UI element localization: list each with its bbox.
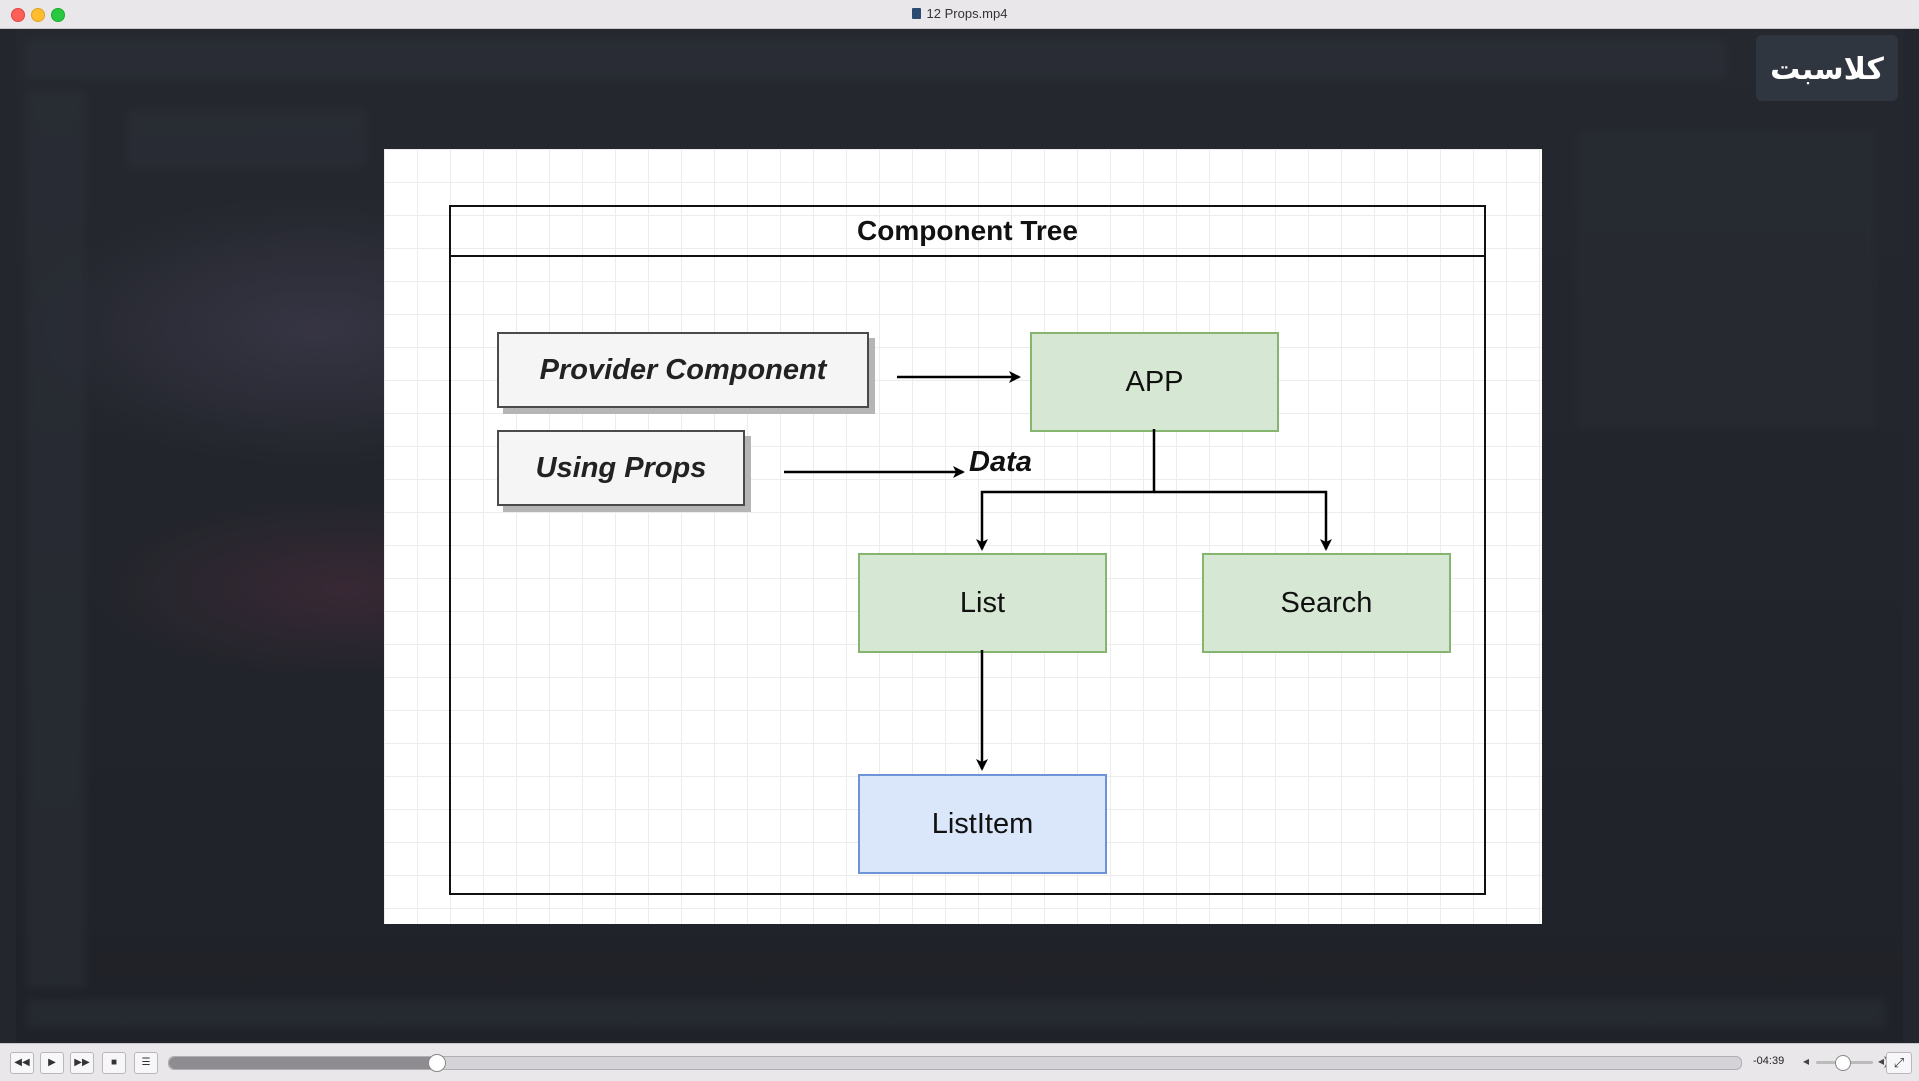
component-tree-frame: Component Tree <box>449 205 1486 895</box>
arrow-app-to-search <box>1154 490 1332 551</box>
stop-icon: ■ <box>110 1057 118 1068</box>
maximize-window-button[interactable] <box>51 8 65 22</box>
volume-slider[interactable] <box>1816 1055 1873 1071</box>
diagram-title: Component Tree <box>451 207 1484 257</box>
fullscreen-button[interactable]: ⤢ <box>1886 1052 1912 1074</box>
playlist-icon: ☰ <box>141 1057 151 1068</box>
video-file-icon <box>911 8 921 19</box>
volume-thumb[interactable] <box>1834 1055 1851 1071</box>
arrow-app-to-list <box>976 429 1156 551</box>
blurred-editor-sidebar <box>26 89 86 989</box>
title-bar: 12 Props.mp4 <box>0 0 1919 29</box>
fast-forward-icon: ▶▶ <box>74 1057 90 1068</box>
node-list-item: ListItem <box>858 774 1107 874</box>
slide: Component Tree Provider Component Using … <box>384 149 1542 924</box>
progress-thumb[interactable] <box>428 1054 447 1072</box>
blurred-editor-toolbar <box>26 39 1726 79</box>
fast-forward-button[interactable]: ▶▶ <box>70 1052 94 1074</box>
legend-provider-component: Provider Component <box>497 332 869 408</box>
data-label: Data <box>969 446 1032 478</box>
progress-bar[interactable] <box>168 1054 1742 1072</box>
minimize-window-button[interactable] <box>31 8 45 22</box>
window-title-group: 12 Props.mp4 <box>0 6 1919 21</box>
video-frame[interactable]: کلاسبت Component Tree Provider Component… <box>16 29 1903 1043</box>
rewind-icon: ◀◀ <box>14 1057 30 1068</box>
blurred-editor-panel <box>126 109 366 169</box>
volume-low-icon[interactable]: ◂ <box>1803 1054 1810 1068</box>
node-search: Search <box>1202 553 1451 653</box>
watermark-logo: کلاسبت <box>1756 35 1898 101</box>
progress-fill <box>169 1057 437 1069</box>
watermark-logo-icon: کلاسبت <box>1770 52 1884 87</box>
close-window-button[interactable] <box>11 8 25 22</box>
node-app: APP <box>1030 332 1279 432</box>
legend-using-props: Using Props <box>497 430 745 506</box>
watermark-logo-text: کلاسبت <box>1770 52 1884 87</box>
node-list: List <box>858 553 1107 653</box>
window-title: 12 Props.mp4 <box>926 6 1008 21</box>
stop-button[interactable]: ■ <box>102 1052 126 1074</box>
rewind-button[interactable]: ◀◀ <box>10 1052 34 1074</box>
blurred-editor-statusbar <box>26 999 1886 1029</box>
blurred-editor-minimap <box>1576 129 1876 429</box>
play-icon: ▶ <box>48 1057 56 1068</box>
player-controls: ◀◀ ▶ ▶▶ ■ ☰ -04:39 ◂ ◂)) ⤢ <box>0 1043 1919 1081</box>
play-button[interactable]: ▶ <box>40 1052 64 1074</box>
time-remaining: -04:39 <box>1753 1055 1785 1067</box>
playlist-button[interactable]: ☰ <box>134 1052 158 1074</box>
fullscreen-icon: ⤢ <box>1893 1055 1905 1070</box>
diagram-connectors <box>784 371 1332 771</box>
